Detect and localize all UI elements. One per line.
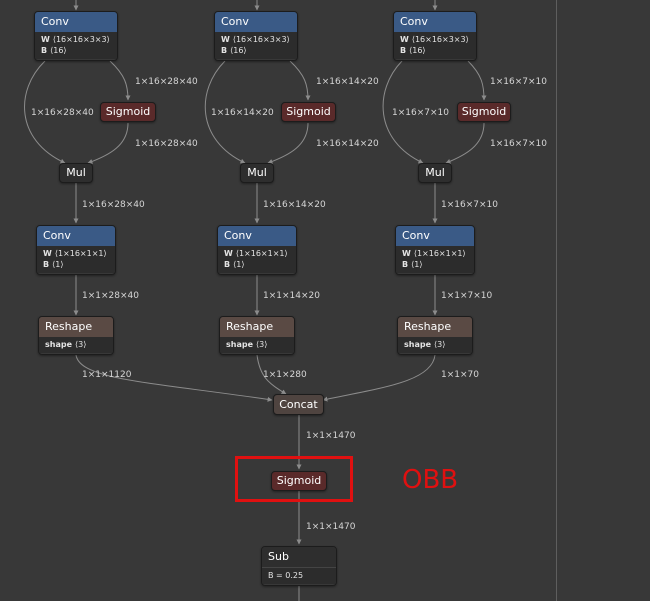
- edge-label: 1×16×7×10: [490, 139, 547, 149]
- edge-label: 1×1×7×10: [441, 291, 493, 301]
- node-title: Conv: [37, 226, 115, 246]
- bias-label: B: [402, 260, 409, 269]
- shape-value: ⟨3⟩: [434, 340, 446, 349]
- bias-label: B: [224, 260, 231, 269]
- weight-label: W: [41, 35, 50, 44]
- edge-b1-skip: [24, 60, 66, 164]
- sub-constant: B = 0.25: [262, 567, 336, 584]
- edge-b3-skip: [382, 60, 424, 164]
- conv-node-b3-bottom[interactable]: Conv W⟨1×16×1×1⟩ B⟨1⟩: [395, 225, 475, 275]
- edge-label: 1×1×14×20: [263, 291, 320, 301]
- edge-b2-to-sigmoid: [289, 60, 311, 101]
- sigmoid-node-b1[interactable]: Sigmoid: [100, 102, 156, 122]
- weight-label: W: [400, 35, 409, 44]
- edge-label: 1×16×14×20: [263, 200, 326, 210]
- conv-node-b1-bottom[interactable]: Conv W⟨1×16×1×1⟩ B⟨1⟩: [36, 225, 116, 275]
- conv-node-b3-top[interactable]: Conv W⟨16×16×3×3⟩ B⟨16⟩: [393, 11, 477, 61]
- sub-node[interactable]: Sub B = 0.25: [261, 546, 337, 586]
- edge-label: 1×16×14×20: [316, 139, 379, 149]
- shape-value: ⟨3⟩: [256, 340, 268, 349]
- shape-label: shape: [226, 340, 254, 349]
- conv-node-b2-bottom[interactable]: Conv W⟨1×16×1×1⟩ B⟨1⟩: [217, 225, 297, 275]
- mul-node-b1[interactable]: Mul: [59, 163, 93, 183]
- concat-node[interactable]: Concat: [273, 394, 324, 415]
- edge-label: 1×16×14×20: [211, 108, 274, 118]
- reshape-node-b3[interactable]: Reshape shape⟨3⟩: [397, 316, 473, 355]
- node-title: Conv: [218, 226, 296, 246]
- node-title: Conv: [215, 12, 297, 32]
- edge-label: 1×1×280: [263, 370, 307, 380]
- mul-node-b3[interactable]: Mul: [418, 163, 452, 183]
- edge-label: 1×16×7×10: [441, 200, 498, 210]
- shape-label: shape: [404, 340, 432, 349]
- bias-shape: ⟨16⟩: [230, 46, 247, 55]
- bias-label: B: [221, 46, 228, 55]
- weight-label: W: [402, 249, 411, 258]
- weight-label: W: [221, 35, 230, 44]
- bias-shape: ⟨1⟩: [411, 260, 423, 269]
- edge-label: 1×16×7×10: [490, 77, 547, 87]
- edge-b2-skip: [204, 60, 246, 164]
- edge-label: 1×16×28×40: [31, 108, 94, 118]
- final-sigmoid-node[interactable]: Sigmoid: [271, 471, 327, 491]
- weight-label: W: [224, 249, 233, 258]
- weight-shape: ⟨1×16×1×1⟩: [235, 249, 288, 258]
- weight-shape: ⟨1×16×1×1⟩: [54, 249, 107, 258]
- edge-b2-reshape-to-concat: [256, 354, 287, 395]
- weight-shape: ⟨16×16×3×3⟩: [52, 35, 110, 44]
- bias-label: B: [43, 260, 50, 269]
- edge-label: 1×16×28×40: [135, 77, 198, 87]
- edge-b3-reshape-to-concat: [322, 354, 436, 402]
- weight-label: W: [43, 249, 52, 258]
- obb-annotation: OBB: [402, 465, 459, 495]
- sigmoid-node-b3[interactable]: Sigmoid: [457, 102, 511, 122]
- weight-shape: ⟨16×16×3×3⟩: [411, 35, 469, 44]
- node-title: Conv: [396, 226, 474, 246]
- edge-label: 1×1×28×40: [82, 291, 139, 301]
- weight-shape: ⟨1×16×1×1⟩: [413, 249, 466, 258]
- edge-b1-reshape-to-concat: [75, 354, 273, 402]
- bias-label: B: [41, 46, 48, 55]
- conv-node-b1-top[interactable]: Conv W⟨16×16×3×3⟩ B⟨16⟩: [34, 11, 118, 61]
- highlight-box: [235, 456, 353, 502]
- edge-label: 1×16×14×20: [316, 77, 379, 87]
- bias-shape: ⟨1⟩: [52, 260, 64, 269]
- node-title: Sub: [262, 547, 336, 567]
- edge-label: 1×16×28×40: [135, 139, 198, 149]
- bias-shape: ⟨16⟩: [409, 46, 426, 55]
- edge-b3-sig-to-mul: [445, 122, 485, 164]
- edge-label: 1×16×28×40: [82, 200, 145, 210]
- node-title: Conv: [35, 12, 117, 32]
- bias-shape: ⟨1⟩: [233, 260, 245, 269]
- edge-label: 1×16×7×10: [392, 108, 449, 118]
- node-title: Reshape: [398, 317, 472, 337]
- mul-node-b2[interactable]: Mul: [240, 163, 274, 183]
- reshape-node-b1[interactable]: Reshape shape⟨3⟩: [38, 316, 114, 355]
- sigmoid-node-b2[interactable]: Sigmoid: [281, 102, 336, 122]
- shape-label: shape: [45, 340, 73, 349]
- sidebar-divider: [556, 0, 557, 601]
- shape-value: ⟨3⟩: [75, 340, 87, 349]
- bias-shape: ⟨16⟩: [50, 46, 67, 55]
- edge-label: 1×1×1470: [306, 431, 356, 441]
- edge-label: 1×1×1120: [82, 370, 132, 380]
- bias-label: B: [400, 46, 407, 55]
- edge-b2-sig-to-mul: [267, 122, 309, 164]
- node-title: Conv: [394, 12, 476, 32]
- reshape-node-b2[interactable]: Reshape shape⟨3⟩: [219, 316, 295, 355]
- node-title: Reshape: [39, 317, 113, 337]
- edge-b1-to-sigmoid: [109, 60, 131, 101]
- edge-b1-sig-to-mul: [87, 122, 129, 164]
- node-title: Reshape: [220, 317, 294, 337]
- edge-b3-to-sigmoid: [467, 60, 487, 101]
- weight-shape: ⟨16×16×3×3⟩: [232, 35, 290, 44]
- conv-node-b2-top[interactable]: Conv W⟨16×16×3×3⟩ B⟨16⟩: [214, 11, 298, 61]
- edge-label: 1×1×1470: [306, 522, 356, 532]
- edge-label: 1×1×70: [441, 370, 479, 380]
